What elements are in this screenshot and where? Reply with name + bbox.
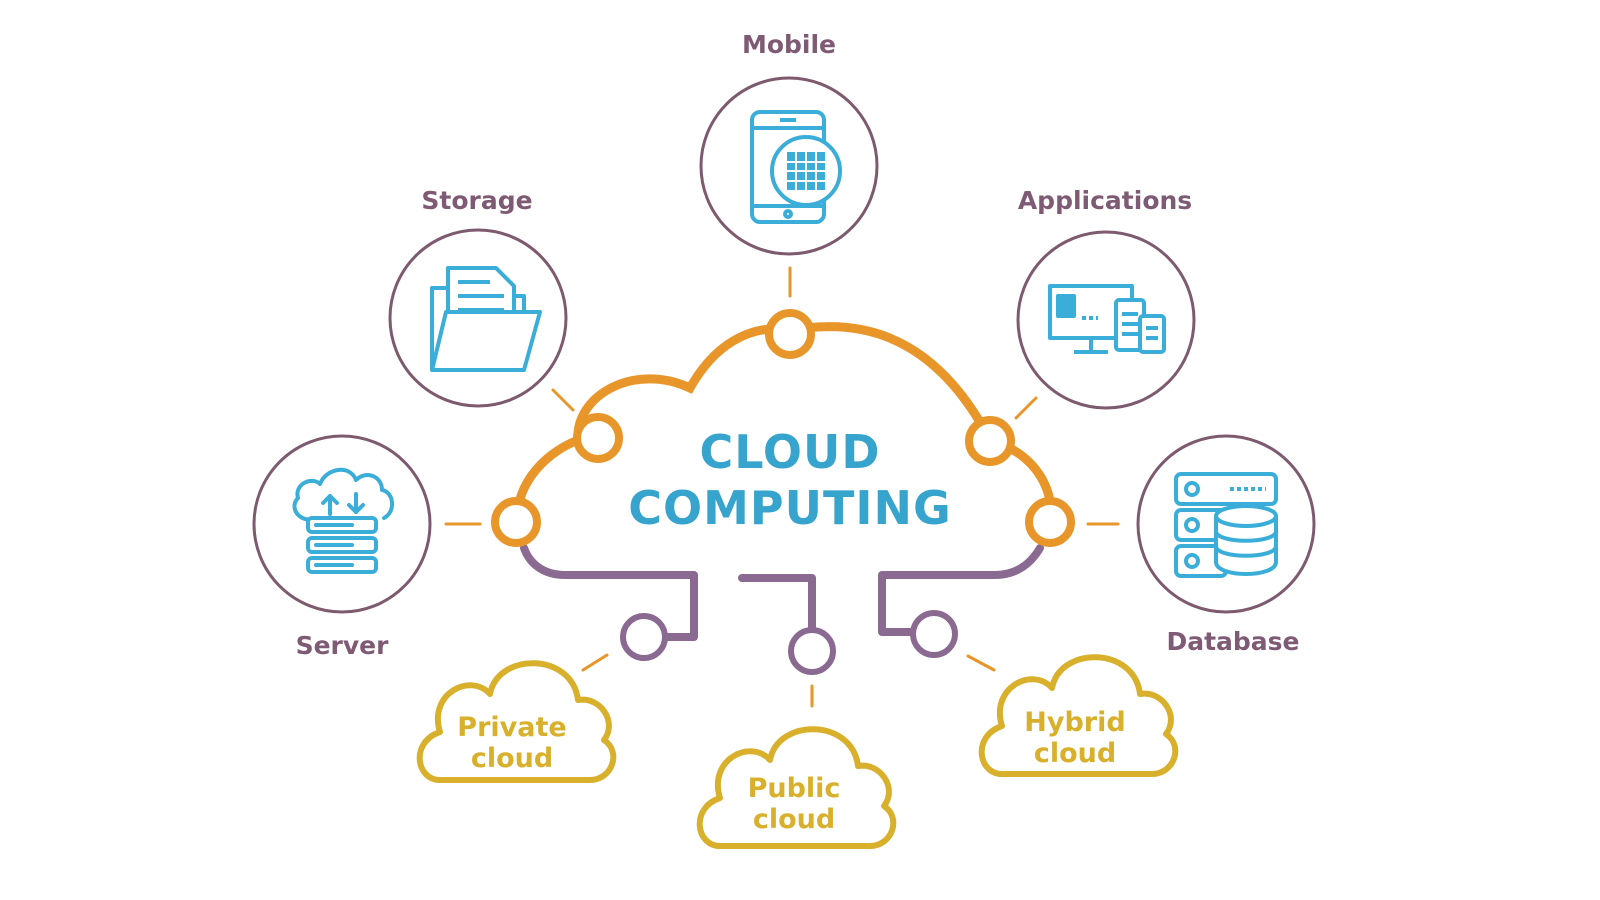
title-line-1: CLOUD xyxy=(699,425,880,479)
junction-dot xyxy=(573,413,623,463)
database-label: Database xyxy=(1166,627,1299,656)
junction-dot xyxy=(491,497,541,547)
cloud-server-icon xyxy=(292,468,394,574)
public-cloud-line-2: cloud xyxy=(753,804,835,835)
purple-connectors xyxy=(520,544,1044,641)
hybrid-cloud-line-2: cloud xyxy=(1034,738,1116,769)
junction-dot xyxy=(620,613,668,661)
server-label: Server xyxy=(296,631,390,660)
title-line-2: COMPUTING xyxy=(628,481,951,535)
junction-dot xyxy=(910,610,958,658)
hybrid-cloud-line-1: Hybrid xyxy=(1024,707,1125,738)
private-cloud-line-2: cloud xyxy=(471,743,553,774)
applications-label: Applications xyxy=(1018,186,1192,215)
storage-label: Storage xyxy=(421,186,532,215)
mobile-phone-icon xyxy=(750,110,842,224)
private-cloud-shape xyxy=(416,660,617,783)
gold-clouds xyxy=(416,654,1179,849)
mobile-label: Mobile xyxy=(742,30,836,59)
database-icon xyxy=(1174,472,1278,578)
purple-junctions xyxy=(620,610,958,675)
junction-dot xyxy=(765,309,815,359)
orange-junctions xyxy=(491,309,1075,547)
orange-spokes xyxy=(444,266,1120,708)
public-cloud-line-1: Public xyxy=(748,773,841,804)
applications-node xyxy=(1016,230,1196,410)
folder-documents-icon xyxy=(430,266,542,372)
junction-dot xyxy=(1025,497,1075,547)
private-cloud-line-1: Private xyxy=(457,712,566,743)
junction-dot xyxy=(788,627,836,675)
hybrid-cloud-shape xyxy=(978,654,1179,777)
devices-icon xyxy=(1048,284,1166,354)
public-cloud-shape xyxy=(696,726,897,849)
junction-dot xyxy=(965,416,1015,466)
